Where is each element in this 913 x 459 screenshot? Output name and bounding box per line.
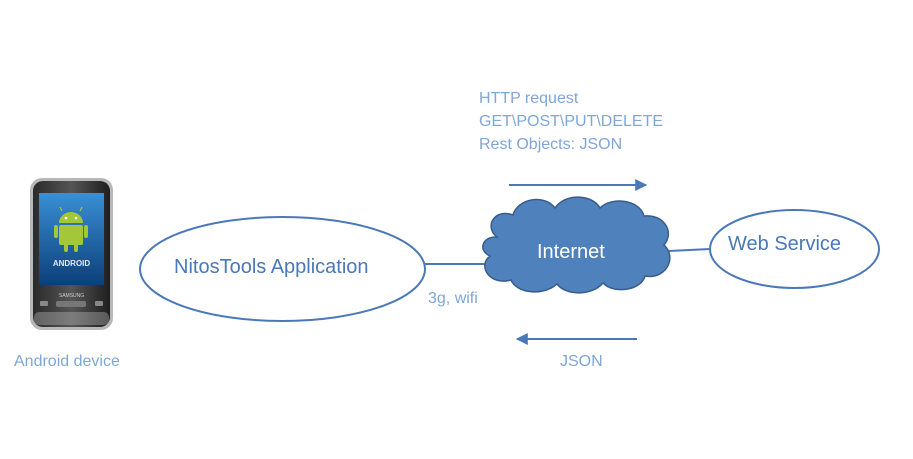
request-line-3: Rest Objects: JSON (479, 136, 623, 153)
response-label: JSON (560, 353, 603, 370)
internet-service-connector (668, 248, 711, 252)
request-label-group: HTTP request GET\POST\PUT\DELETE Rest Ob… (479, 87, 663, 156)
android-logo-text: ANDROID (53, 259, 91, 268)
android-phone-icon: ANDROID SAMSUNG (30, 178, 113, 330)
android-robot-icon (54, 206, 88, 252)
request-line-1: HTTP request (479, 90, 579, 107)
service-node-label: Web Service (728, 233, 842, 255)
internet-node-label: Internet (537, 241, 605, 263)
device-caption: Android device (14, 353, 120, 370)
brand-logo-text: SAMSUNG (59, 293, 84, 299)
app-node-ellipse (139, 216, 426, 322)
request-line-2: GET\POST\PUT\DELETE (479, 113, 664, 130)
internet-cloud-shape (482, 196, 671, 294)
app-node-label: NitosTools Application (174, 256, 369, 278)
connection-label: 3g, wifi (428, 290, 478, 307)
